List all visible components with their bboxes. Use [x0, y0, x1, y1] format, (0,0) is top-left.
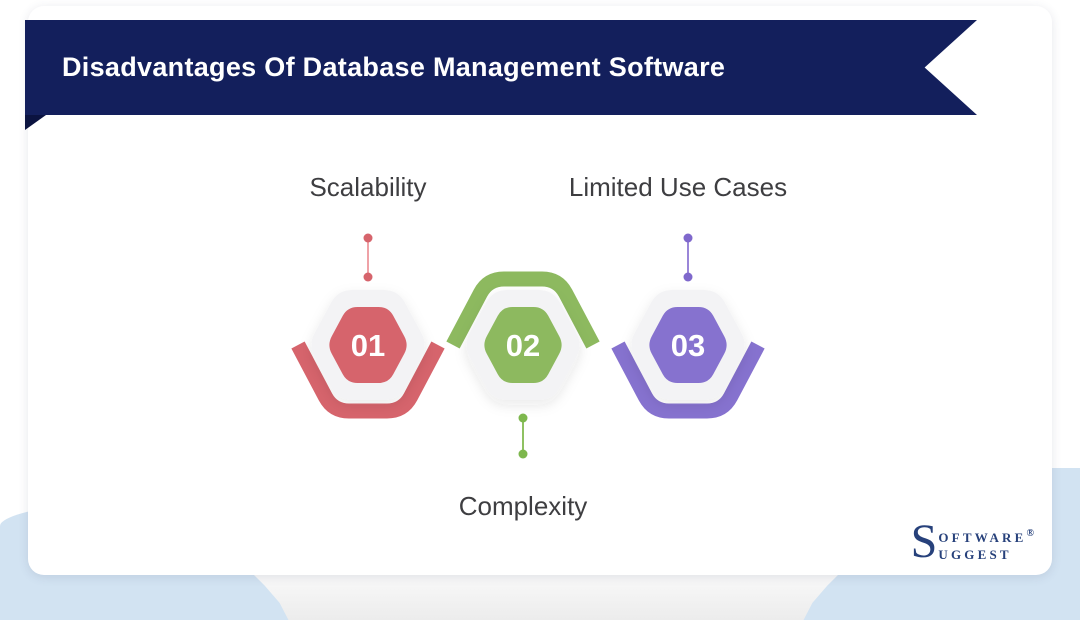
registered-mark-icon: ® — [1026, 528, 1034, 539]
hexagon-number-01: 01 — [351, 328, 385, 363]
hexagon-item-03: 03 — [611, 233, 765, 419]
title-ribbon: Disadvantages Of Database Management Sof… — [25, 20, 977, 115]
hexagon-number-03: 03 — [671, 328, 705, 363]
card-pedestal — [250, 571, 842, 620]
logo-big-s: S — [910, 515, 938, 568]
hexagon-item-01: 01 — [291, 233, 445, 419]
hexagon-item-02: 02 — [446, 271, 600, 459]
step-label-scalability: Scalability — [309, 172, 427, 202]
hexagon-badge-01 — [329, 307, 407, 383]
hexagon-arc-02 — [446, 271, 600, 349]
connector-dot-bottom-01 — [363, 272, 373, 282]
connector-dot-bottom-02 — [518, 449, 528, 459]
hexagon-arc-03 — [611, 341, 765, 419]
step-label-limited-use-cases: Limited Use Cases — [568, 172, 788, 202]
connector-dot-top-01 — [363, 233, 373, 243]
connector-dot-top-02 — [518, 413, 528, 423]
connector-dot-bottom-03 — [683, 272, 693, 282]
logo-wordmark: oftware® uggest — [938, 521, 1034, 563]
page-title: Disadvantages Of Database Management Sof… — [62, 52, 726, 82]
softwaresuggest-logo: S oftware® uggest — [910, 515, 1034, 568]
connector-dot-top-03 — [683, 233, 693, 243]
hexagon-badge-03 — [649, 307, 727, 383]
step-label-complexity: Complexity — [458, 491, 588, 521]
hexagon-badge-02 — [484, 307, 562, 383]
logo-line1: oftware® — [938, 528, 1034, 545]
hexagon-number-02: 02 — [506, 328, 540, 363]
logo-line2: uggest — [938, 547, 1012, 562]
hexagon-arc-01 — [291, 341, 445, 419]
